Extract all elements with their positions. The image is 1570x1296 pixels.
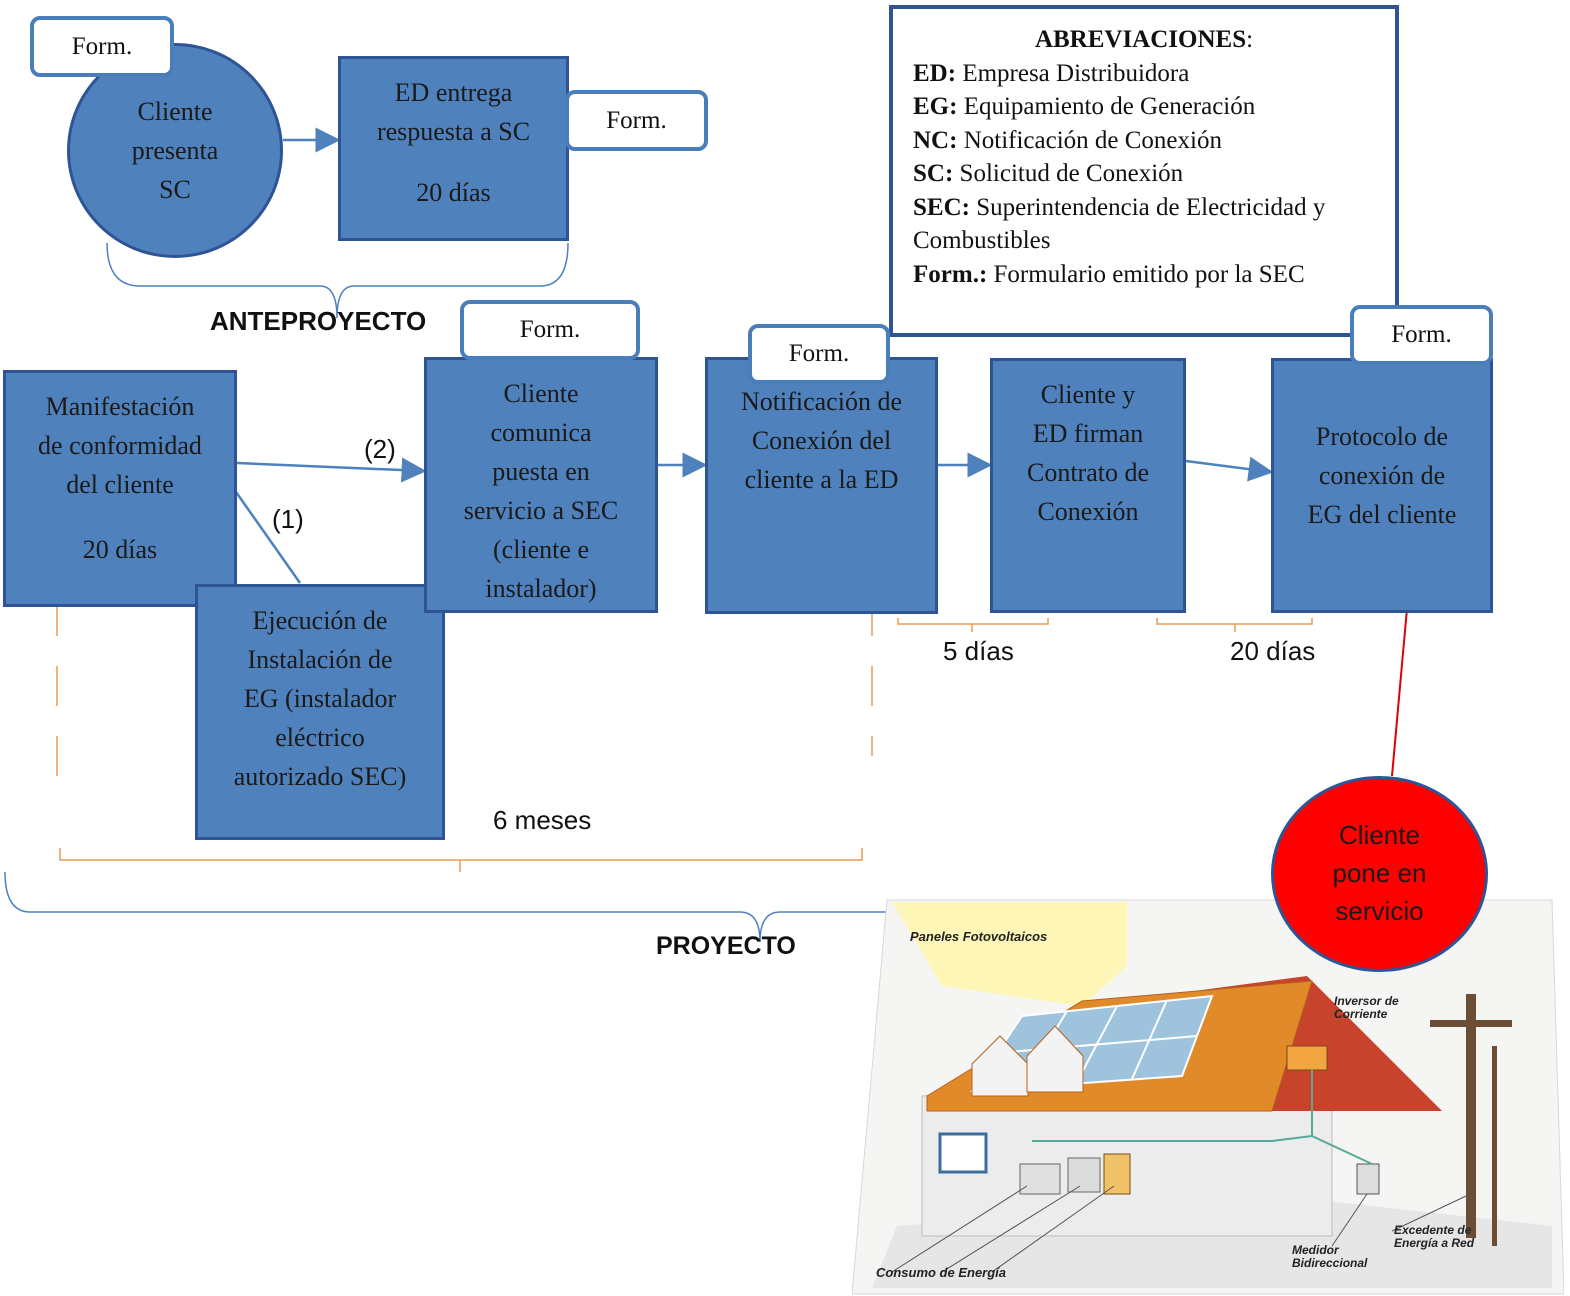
proyecto-label: PROYECTO — [656, 932, 796, 960]
arrow-label-1: (1) — [272, 504, 304, 534]
contrato-text: Cliente y ED firman Contrato de Conexión — [1026, 380, 1150, 526]
ed-entrega-text: ED entrega respuesta a SC — [376, 78, 531, 146]
ejecucion-text: Ejecución de Instalación de EG (instalad… — [233, 606, 407, 791]
abreviaciones-title: ABREVIACIONES: — [1034, 26, 1254, 53]
house-label-consumo: Consumo de Energía — [876, 1265, 1007, 1280]
abbr-sec: SEC: Superintendencia de Electricidad y … — [913, 193, 1326, 255]
notificacion-box: Notificación de Conexión del cliente a l… — [705, 357, 938, 614]
arrow-label-2: (2) — [364, 434, 396, 464]
ed-entrega-respuesta-box: ED entrega respuesta a SC 20 días — [338, 56, 569, 241]
abbr-nc: NC: Notificación de Conexión — [913, 126, 1222, 154]
abbr-ed: ED: Empresa Distribuidora — [913, 59, 1190, 87]
bracket-5-dias — [897, 618, 1049, 632]
bracket-20-dias — [1156, 618, 1313, 632]
abbr-eg: EG: Equipamiento de Generación — [913, 93, 1256, 120]
notificacion-text: Notificación de Conexión del cliente a l… — [741, 387, 902, 494]
cliente-comunica-text: Cliente comunica puesta en servicio a SE… — [463, 379, 619, 603]
ejecucion-box: Ejecución de Instalación de EG (instalad… — [195, 584, 445, 840]
label-6-meses: 6 meses — [493, 805, 592, 835]
abbr-form: Form.: Formulario emitido por la SEC — [913, 260, 1305, 288]
form-badge-5: Form. — [1350, 305, 1493, 365]
form-badge-4: Form. — [748, 324, 890, 384]
arrow-2 — [236, 457, 427, 483]
protocolo-text: Protocolo de conexión de EG del cliente — [1307, 422, 1457, 529]
protocolo-box: Protocolo de conexión de EG del cliente — [1271, 358, 1493, 613]
manifestacion-box: Manifestación de conformidad del cliente… — [3, 370, 237, 607]
abbr-sc: SC: Solicitud de Conexión — [913, 160, 1184, 187]
cliente-pone-en-servicio-text: Cliente pone en servicio — [1332, 820, 1427, 926]
house-label-inversor: Inversor de Corriente — [1334, 994, 1399, 1022]
house-label-medidor: Medidor Bidireccional — [1292, 1243, 1368, 1271]
cliente-pone-en-servicio-circle: Cliente pone en servicio — [1271, 776, 1488, 972]
label-20-dias: 20 días — [1230, 636, 1316, 666]
form-badge-2: Form. — [565, 90, 708, 151]
manifestacion-days: 20 días — [82, 535, 158, 564]
form-badge-3: Form. — [460, 300, 640, 360]
house-label-paneles: Paneles Fotovoltaicos — [910, 929, 1048, 944]
contrato-box: Cliente y ED firman Contrato de Conexión — [990, 358, 1186, 613]
solar-house-illustration — [852, 899, 1564, 1295]
form-badge-1: Form. — [30, 16, 174, 77]
label-5-dias: 5 días — [943, 636, 1014, 666]
anteproyecto-label: ANTEPROYECTO — [210, 306, 427, 336]
cliente-presenta-sc-circle: Cliente presenta SC — [67, 43, 283, 258]
abreviaciones-legend: ABREVIACIONES: ED: Empresa Distribuidora… — [889, 5, 1399, 337]
ed-entrega-days: 20 días — [416, 178, 491, 207]
cliente-comunica-box: Cliente comunica puesta en servicio a SE… — [424, 357, 658, 613]
house-label-excedente: Excedente de Energía a Red — [1394, 1223, 1475, 1251]
cliente-presenta-sc-text: Cliente presenta SC — [131, 97, 219, 204]
manifestacion-text: Manifestación de conformidad del cliente — [38, 392, 202, 499]
arrow-contrato-to-protocolo — [1185, 456, 1274, 482]
bracket-6-meses — [59, 848, 863, 872]
